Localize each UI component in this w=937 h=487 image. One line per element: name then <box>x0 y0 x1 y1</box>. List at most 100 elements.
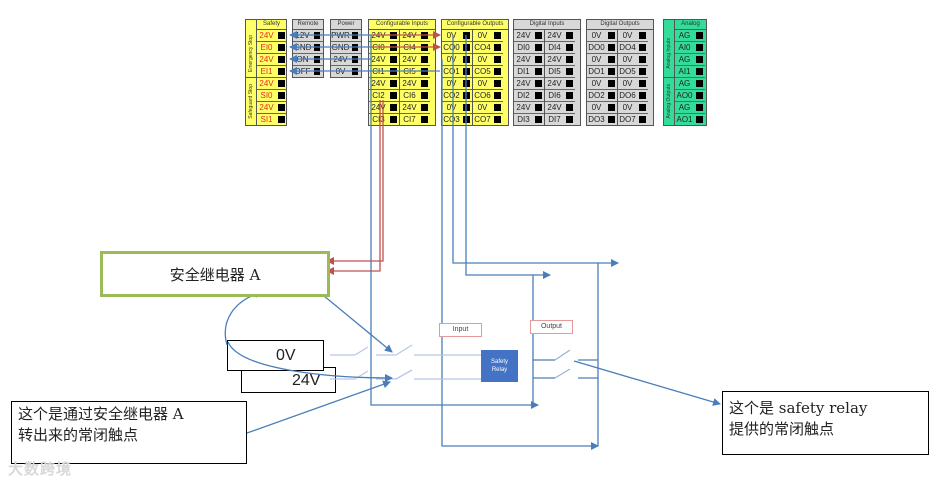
analog-header: Analog <box>674 20 706 30</box>
terminal[interactable]: PWR <box>331 30 361 42</box>
terminal[interactable]: 0V <box>618 78 648 90</box>
terminal[interactable]: 24V <box>400 54 430 66</box>
terminal[interactable]: 0V <box>587 78 617 90</box>
terminal[interactable]: 24V <box>257 30 287 42</box>
terminal[interactable]: 0V <box>442 30 472 42</box>
terminal[interactable]: SI1 <box>257 114 287 125</box>
terminal[interactable]: CO2 <box>442 90 472 102</box>
terminal[interactable]: 0V <box>587 30 617 42</box>
terminal[interactable]: DO0 <box>587 42 617 54</box>
terminal[interactable]: EI1 <box>257 66 287 78</box>
terminal[interactable]: DI7 <box>545 114 575 125</box>
terminal[interactable]: AG <box>675 30 705 42</box>
terminal[interactable]: 12V <box>293 30 323 42</box>
terminal[interactable]: CO6 <box>473 90 503 102</box>
terminal[interactable]: DO6 <box>618 90 648 102</box>
terminal[interactable]: 24V <box>369 30 399 42</box>
terminal[interactable]: 0V <box>442 54 472 66</box>
wire <box>224 290 263 346</box>
terminal[interactable]: 0V <box>473 30 503 42</box>
analog-inputs-group: Analog Inputs <box>664 30 675 78</box>
terminal[interactable]: DO3 <box>587 114 617 125</box>
terminal[interactable]: 24V <box>369 78 399 90</box>
terminal[interactable]: 24V <box>514 54 544 66</box>
terminal[interactable]: CI7 <box>400 114 430 125</box>
terminal[interactable]: CI3 <box>369 114 399 125</box>
analog-terminal-block: Analog Analog Inputs Analog Outputs AG A… <box>663 19 707 126</box>
terminal[interactable]: AI0 <box>675 42 705 54</box>
safety-relay-a: 安全继电器 A <box>100 251 330 297</box>
terminal[interactable]: CI5 <box>400 66 430 78</box>
terminal[interactable]: CO7 <box>473 114 503 125</box>
terminal[interactable]: DI1 <box>514 66 544 78</box>
configurable-outputs-header: Configurable Outputs <box>442 20 508 30</box>
terminal[interactable]: 24V <box>545 78 575 90</box>
power-header: Power <box>331 20 361 30</box>
terminal[interactable]: AG <box>675 78 705 90</box>
terminal[interactable]: 0V <box>618 30 648 42</box>
terminal[interactable]: AG <box>675 102 705 114</box>
terminal[interactable]: DI3 <box>514 114 544 125</box>
terminal[interactable]: 24V <box>400 102 430 114</box>
terminal[interactable]: OFF <box>293 66 323 77</box>
terminal[interactable]: AO1 <box>675 114 705 125</box>
power-terminal-block: Power PWR GND 24V 0V <box>330 19 362 78</box>
terminal[interactable]: CI2 <box>369 90 399 102</box>
terminal[interactable]: CI4 <box>400 42 430 54</box>
terminal[interactable]: 0V <box>442 78 472 90</box>
terminal[interactable]: 0V <box>473 54 503 66</box>
terminal[interactable]: AG <box>675 54 705 66</box>
terminal[interactable]: 0V <box>587 102 617 114</box>
terminal[interactable]: 24V <box>369 102 399 114</box>
wire <box>554 349 571 361</box>
terminal[interactable]: CO3 <box>442 114 472 125</box>
terminal[interactable]: 24V <box>369 54 399 66</box>
terminal[interactable]: DI4 <box>545 42 575 54</box>
terminal[interactable]: 0V <box>442 102 472 114</box>
terminal[interactable]: DO1 <box>587 66 617 78</box>
wire <box>354 346 369 356</box>
terminal[interactable]: 0V <box>473 78 503 90</box>
terminal[interactable]: CO0 <box>442 42 472 54</box>
terminal[interactable]: 0V <box>331 66 361 77</box>
terminal[interactable]: 24V <box>545 54 575 66</box>
terminal[interactable]: CI6 <box>400 90 430 102</box>
terminal[interactable]: 24V <box>400 30 430 42</box>
terminal[interactable]: 24V <box>257 78 287 90</box>
terminal[interactable]: 24V <box>514 102 544 114</box>
terminal[interactable]: 24V <box>257 102 287 114</box>
terminal[interactable]: CI1 <box>369 66 399 78</box>
terminal[interactable]: 24V <box>545 102 575 114</box>
terminal[interactable]: GND <box>331 42 361 54</box>
terminal[interactable]: GND <box>293 42 323 54</box>
terminal[interactable]: 0V <box>618 54 648 66</box>
safety-terminal-block: Safety Emergency Stop Safeguard Stop 24V… <box>245 19 287 126</box>
terminal[interactable]: AO0 <box>675 90 705 102</box>
terminal[interactable]: SI0 <box>257 90 287 102</box>
terminal[interactable]: CI0 <box>369 42 399 54</box>
terminal[interactable]: 24V <box>514 30 544 42</box>
terminal[interactable]: DO2 <box>587 90 617 102</box>
terminal[interactable]: CO4 <box>473 42 503 54</box>
terminal[interactable]: 24V <box>545 30 575 42</box>
terminal[interactable]: AI1 <box>675 66 705 78</box>
terminal[interactable]: 24V <box>257 54 287 66</box>
terminal[interactable]: DO4 <box>618 42 648 54</box>
terminal[interactable]: DO5 <box>618 66 648 78</box>
terminal[interactable]: EI0 <box>257 42 287 54</box>
terminal[interactable]: 24V <box>400 78 430 90</box>
terminal[interactable]: ON <box>293 54 323 66</box>
terminal[interactable]: DI5 <box>545 66 575 78</box>
terminal[interactable]: 0V <box>473 102 503 114</box>
terminal[interactable]: CO1 <box>442 66 472 78</box>
terminal[interactable]: DO7 <box>618 114 648 125</box>
terminal[interactable]: DI6 <box>545 90 575 102</box>
terminal[interactable]: DI0 <box>514 42 544 54</box>
terminal[interactable]: 24V <box>331 54 361 66</box>
terminal[interactable]: DI2 <box>514 90 544 102</box>
terminal[interactable]: 0V <box>618 102 648 114</box>
terminal[interactable]: 0V <box>587 54 617 66</box>
terminal[interactable]: CO5 <box>473 66 503 78</box>
terminal[interactable]: 24V <box>514 78 544 90</box>
